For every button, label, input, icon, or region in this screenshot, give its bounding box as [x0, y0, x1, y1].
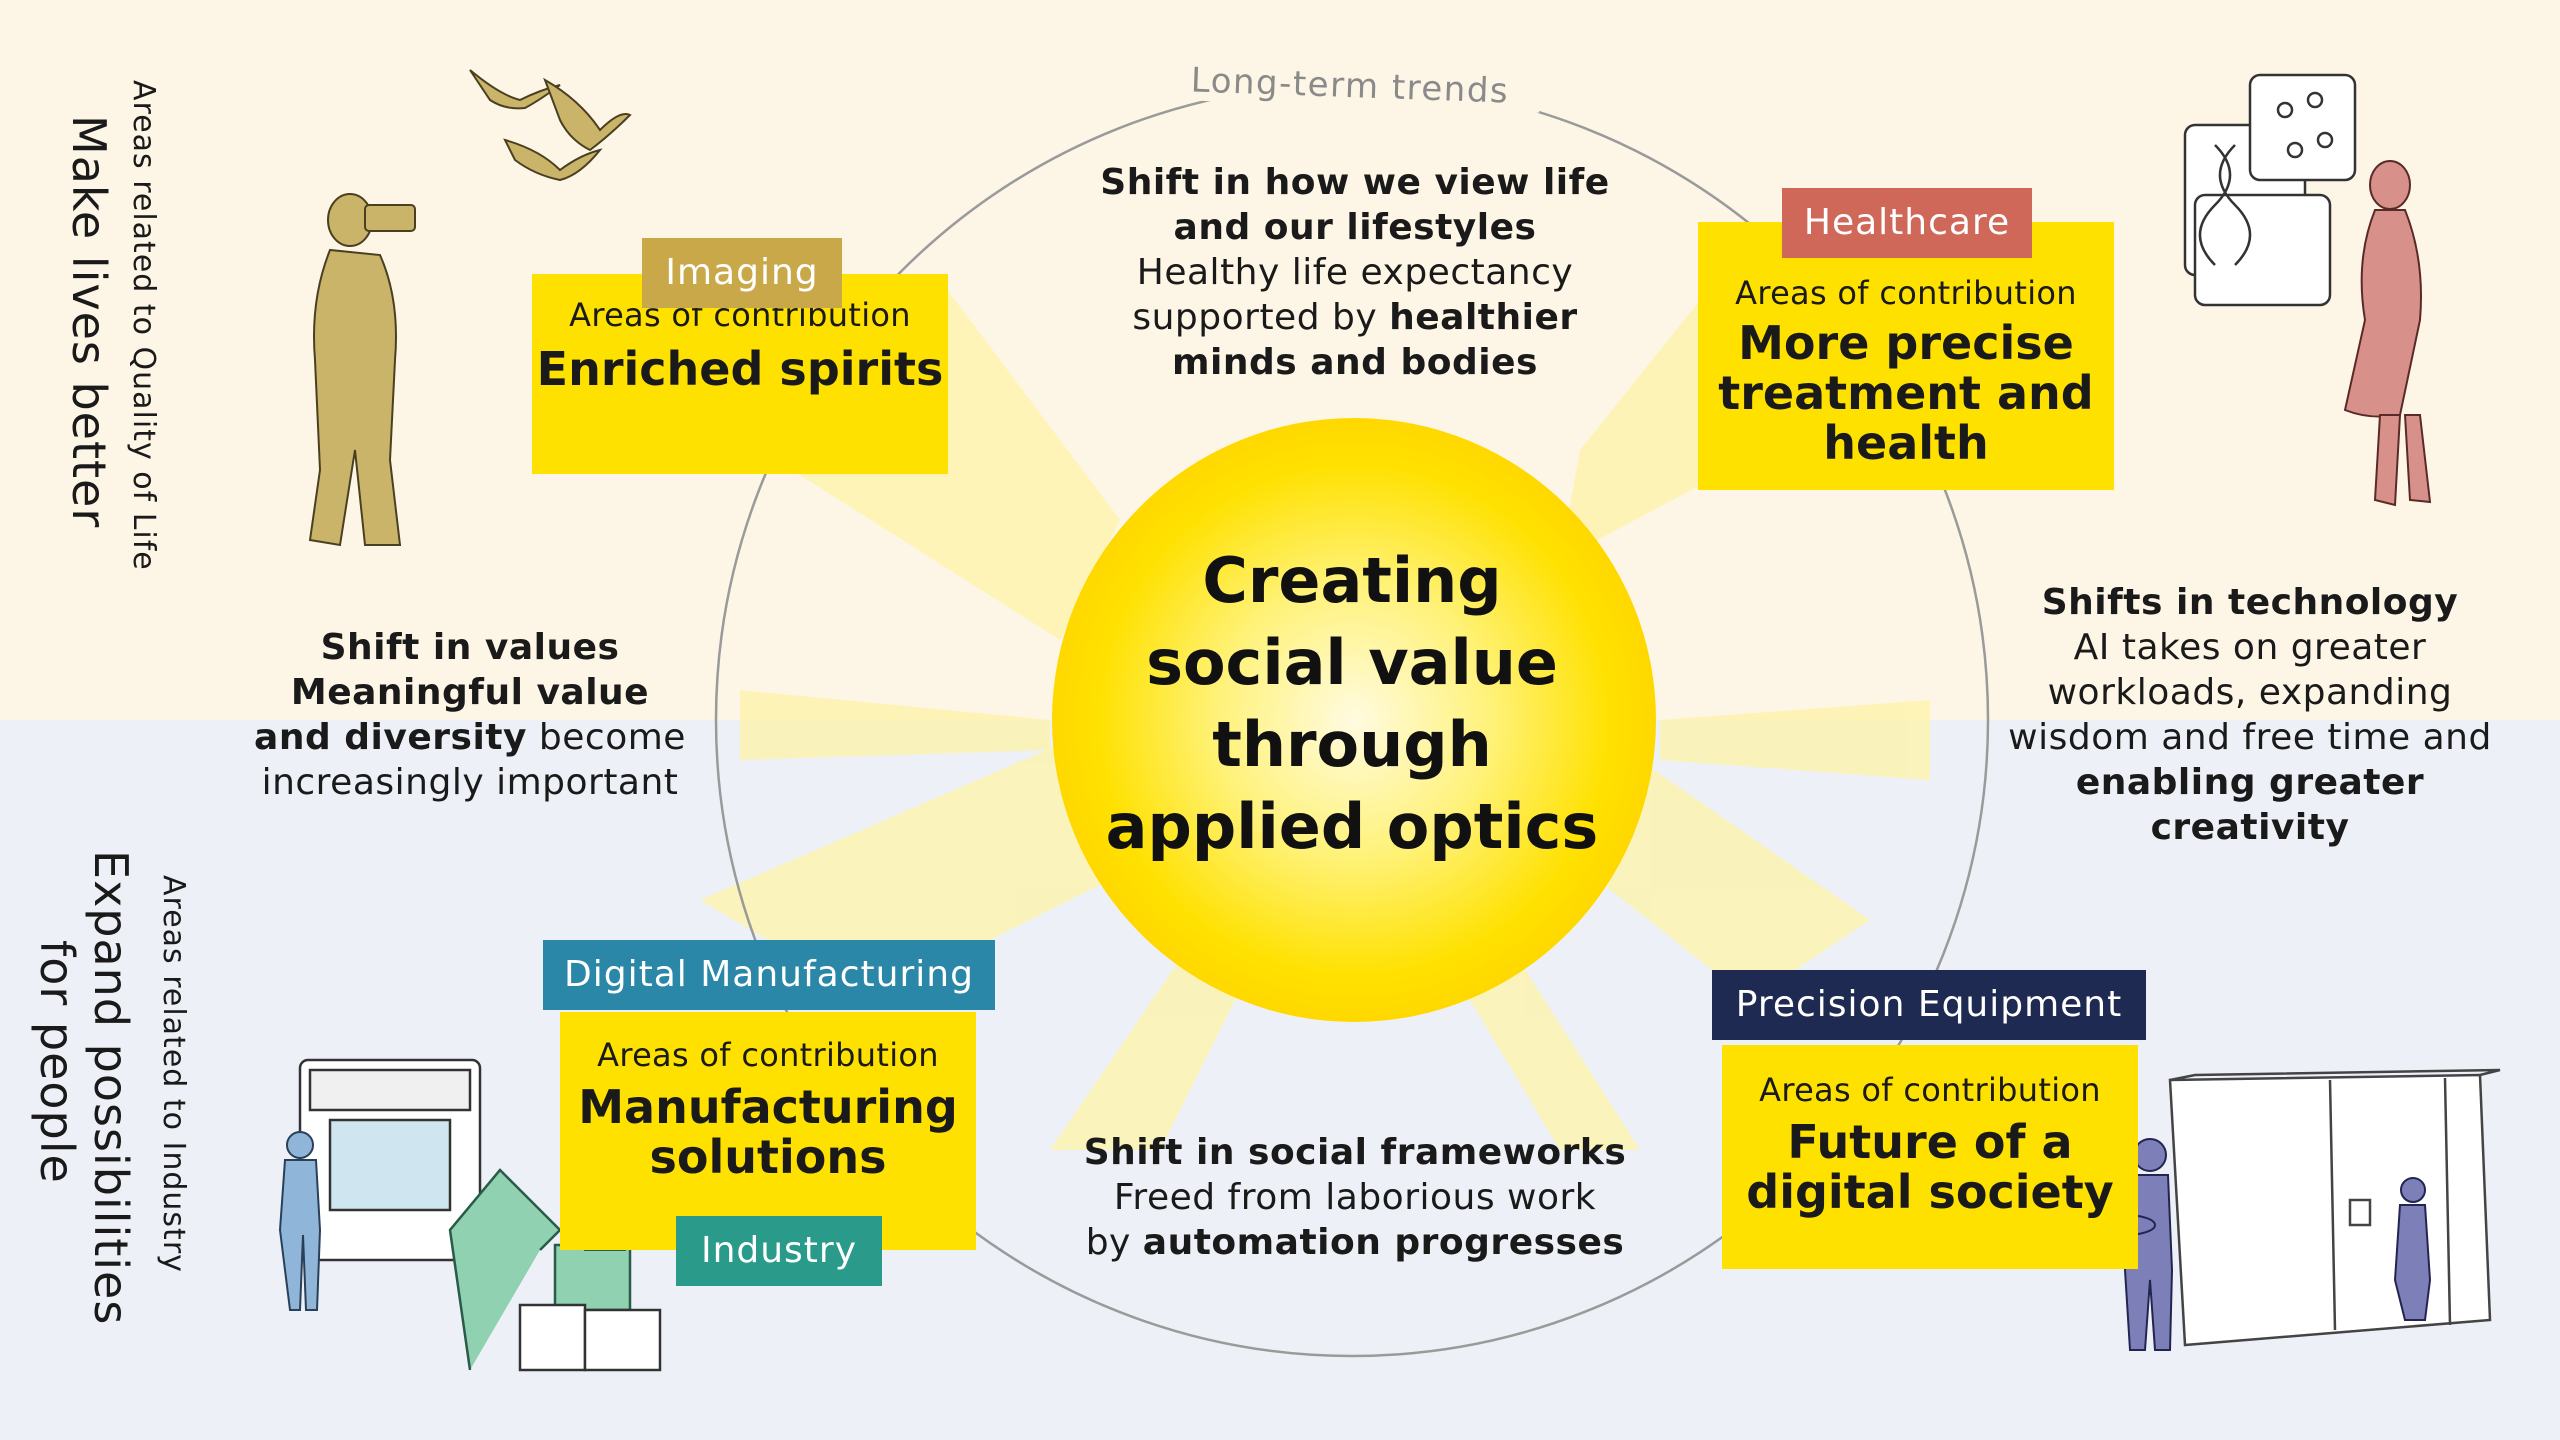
white-box: [518, 1303, 587, 1372]
precision-equipment-tag: Precision Equipment: [1712, 970, 2146, 1040]
central-message: Creating social value through applied op…: [1052, 540, 1652, 868]
bird-icon: [543, 77, 632, 152]
trend-emphasis: creativity: [2150, 807, 2350, 848]
trend-text: by: [1085, 1222, 1143, 1263]
trend-emphasis: healthier: [1389, 297, 1578, 338]
trend-text: AI takes on greater: [2073, 627, 2427, 668]
box-title: Enriched spirits: [536, 342, 944, 396]
scientist-illustration: [2343, 160, 2432, 507]
center-line: applied optics: [1105, 790, 1599, 863]
make-lives-better-label: Make lives better: [62, 115, 116, 529]
for-people-label: for people: [30, 940, 84, 1184]
trend-title: Shift in values: [320, 627, 620, 668]
imaging-tag: Imaging: [642, 238, 842, 308]
trend-emphasis: minds and bodies: [1172, 342, 1538, 383]
bird-icon: [503, 138, 603, 182]
trend-title: Shift in social frameworks: [1083, 1132, 1627, 1173]
beam-bottom-left: [1050, 930, 1260, 1150]
box-title: Future of a: [1787, 1115, 2073, 1169]
factory-illustration: [298, 1058, 662, 1372]
clean-room-machine: [2168, 1068, 2501, 1347]
technician-right: [2393, 1177, 2432, 1321]
trend-emphasis: Meaningful value: [290, 672, 650, 713]
box-title: digital society: [1746, 1165, 2114, 1219]
box-title: More precise: [1738, 316, 2074, 370]
digital-manufacturing-tag: Digital Manufacturing: [543, 940, 995, 1010]
beam-left: [740, 690, 1050, 760]
box-title: treatment and: [1718, 366, 2094, 420]
trend-emphasis: and diversity: [254, 717, 527, 758]
healthcare-box: Areas of contribution More precise treat…: [1698, 222, 2114, 490]
trend-title: Shift in how we view life: [1100, 162, 1610, 203]
birds-illustration: [469, 69, 632, 182]
healthcare-tag: Healthcare: [1782, 188, 2032, 258]
expand-possibilities-label: Expand possibilities: [84, 850, 138, 1326]
green-box: [553, 1243, 632, 1312]
box-subtitle: Areas of contribution: [1735, 274, 2077, 312]
trend-text: Freed from laborious work: [1113, 1177, 1597, 1218]
trend-text: supported by: [1132, 297, 1390, 338]
science-panels: [2183, 73, 2357, 307]
trend-lifestyle: Shift in how we view life and our lifest…: [1080, 160, 1630, 385]
box-subtitle: Areas of contribution: [597, 1036, 939, 1074]
trend-text: become: [526, 717, 686, 758]
trend-emphasis: enabling greater: [2075, 762, 2425, 803]
center-line: social value: [1146, 626, 1558, 699]
worker-blue: [278, 1131, 322, 1311]
box-title: Manufacturing: [578, 1080, 958, 1134]
trend-values: Shift in values Meaningful value and div…: [230, 625, 710, 805]
white-box: [583, 1308, 662, 1372]
trend-text: workloads, expanding: [2047, 672, 2453, 713]
molecule-panel: [2248, 73, 2357, 182]
beam-healthcare-2: [1560, 300, 1710, 560]
center-line: through: [1212, 708, 1492, 781]
box-title: health: [1823, 416, 1989, 470]
trend-social: Shift in social frameworks Freed from la…: [1070, 1130, 1640, 1265]
trend-text: increasingly important: [261, 762, 679, 803]
trend-text: wisdom and free time and: [2008, 717, 2492, 758]
photographer-illustration: [308, 193, 416, 547]
beam-digital: [700, 740, 1150, 1000]
bird-icon: [469, 69, 561, 110]
trend-title: and our lifestyles: [1173, 207, 1537, 248]
precision-equipment-box: Areas of contribution Future of a digita…: [1722, 1045, 2138, 1269]
trend-title: Shifts in technology: [2041, 582, 2459, 623]
trend-text: Healthy life expectancy: [1136, 252, 1574, 293]
beam-right: [1660, 700, 1930, 780]
industry-tag: Industry: [676, 1216, 882, 1286]
quality-of-life-label: Areas related to Quality of Life: [126, 80, 161, 571]
box-title: solutions: [649, 1130, 887, 1184]
robot-arm: [448, 1168, 562, 1371]
digital-manufacturing-box: Areas of contribution Manufacturing solu…: [560, 1012, 976, 1250]
trend-emphasis: automation progresses: [1142, 1222, 1625, 1263]
center-line: Creating: [1202, 544, 1502, 617]
industry-label: Areas related to Industry: [156, 875, 191, 1273]
trend-technology: Shifts in technology AI takes on greater…: [1990, 580, 2510, 850]
central-sun: [1052, 418, 1656, 1022]
chart-panel: [2193, 193, 2332, 307]
box-subtitle: Areas of contribution: [1759, 1071, 2101, 1109]
